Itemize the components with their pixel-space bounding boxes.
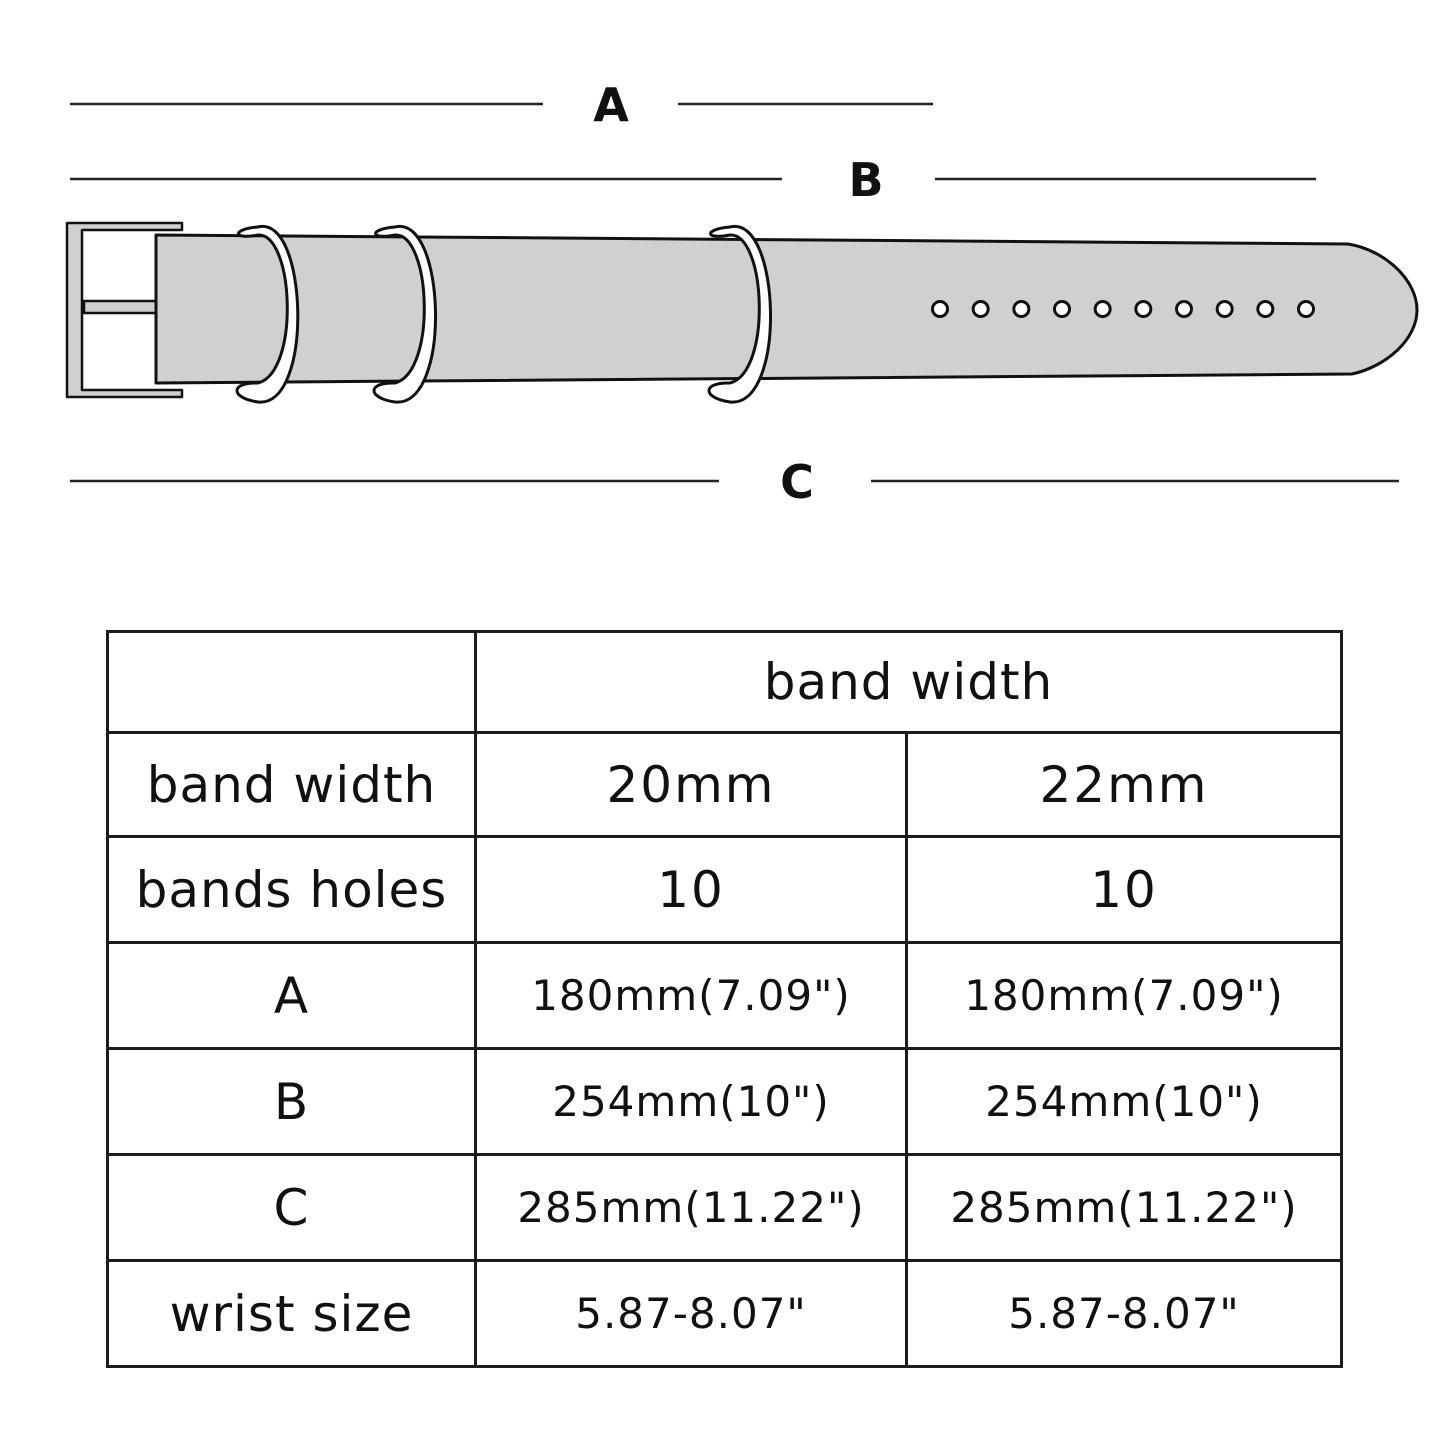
spec-table: band width band width 20mm 22mm bands ho… (106, 630, 1343, 1368)
table-row: A 180mm(7.09") 180mm(7.09") (106, 941, 1343, 1050)
strap-hole (971, 300, 990, 318)
cell-band-width-22mm: 22mm (905, 731, 1343, 838)
cell-c-20mm: 285mm(11.22") (474, 1153, 908, 1262)
strap-hole (1297, 300, 1315, 318)
group-header: band width (474, 630, 1343, 734)
keeper-ring-3 (707, 225, 772, 404)
keeper-ring-2 (372, 225, 437, 404)
cell-a-20mm: 180mm(7.09") (474, 941, 908, 1050)
strap-holes (931, 300, 1315, 318)
strap-body (154, 233, 1419, 385)
strap-hole (1215, 300, 1234, 318)
dimension-label-a: A (593, 78, 629, 132)
row-label-c: C (106, 1153, 477, 1262)
table-corner-cell (106, 630, 477, 734)
strap-hole (931, 300, 949, 318)
table-row: B 254mm(10") 254mm(10") (106, 1047, 1343, 1156)
cell-wrist-20mm: 5.87-8.07" (474, 1259, 908, 1368)
strap-hole (1093, 300, 1112, 318)
row-label-band-width: band width (106, 731, 477, 838)
table-row: C 285mm(11.22") 285mm(11.22") (106, 1153, 1343, 1262)
cell-holes-22mm: 10 (905, 835, 1343, 944)
table-row: bands holes 10 10 (106, 835, 1343, 944)
cell-b-22mm: 254mm(10") (905, 1047, 1343, 1156)
row-label-bands-holes: bands holes (106, 835, 477, 944)
cell-band-width-20mm: 20mm (474, 731, 908, 838)
strap-hole (1256, 300, 1275, 318)
table-row: wrist size 5.87-8.07" 5.87-8.07" (106, 1259, 1343, 1368)
dimension-label-b: B (848, 153, 883, 207)
row-label-wrist-size: wrist size (106, 1259, 477, 1368)
strap-hole (1134, 300, 1153, 318)
cell-b-20mm: 254mm(10") (474, 1047, 908, 1156)
dimension-label-c: C (780, 455, 814, 509)
cell-wrist-22mm: 5.87-8.07" (905, 1259, 1343, 1368)
keeper-ring-1 (235, 225, 300, 404)
strap-hole (1053, 300, 1071, 318)
strap-hole (1012, 300, 1031, 318)
strap-diagram: A B C (65, 78, 1419, 509)
buckle-icon (65, 221, 184, 399)
cell-a-22mm: 180mm(7.09") (905, 941, 1343, 1050)
table-row: band width 20mm 22mm (106, 731, 1343, 838)
table-header-row: band width (106, 630, 1343, 734)
cell-holes-20mm: 10 (474, 835, 908, 944)
row-label-a: A (106, 941, 477, 1050)
cell-c-22mm: 285mm(11.22") (905, 1153, 1343, 1262)
row-label-b: B (106, 1047, 477, 1156)
strap-hole (1175, 300, 1193, 318)
